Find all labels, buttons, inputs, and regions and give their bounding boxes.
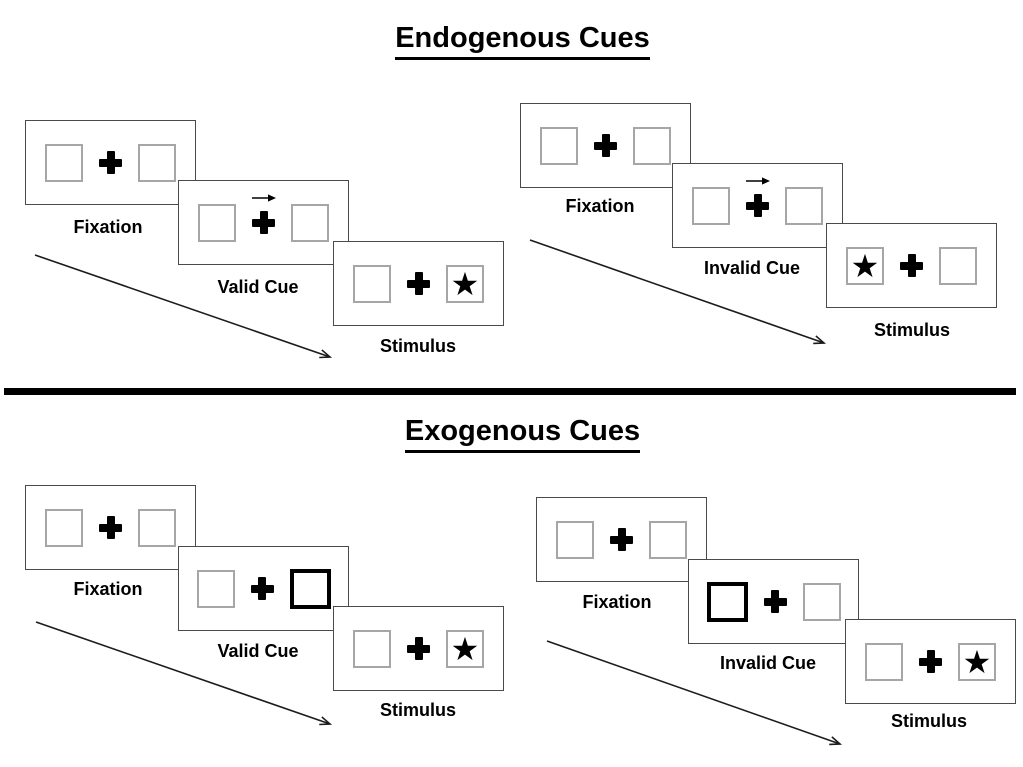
fixation-cross-icon	[251, 194, 276, 234]
exogenous-invalid-cue-panel	[688, 559, 859, 644]
exogenous-invalid-fixation-panel	[536, 497, 707, 582]
right-arrow-cue-icon	[745, 177, 770, 185]
endogenous-invalid-fixation-panel	[520, 103, 691, 188]
fixation-cross-icon	[407, 272, 430, 295]
fixation-cross-icon	[610, 528, 633, 551]
panel-label: Stimulus	[873, 320, 950, 340]
endogenous-invalid-cue-panel	[672, 163, 843, 248]
star-icon: ★	[450, 629, 480, 668]
endogenous-invalid-stimulus-panel: ★	[826, 223, 997, 308]
left-placeholder-box	[198, 203, 236, 242]
star-icon: ★	[962, 642, 992, 681]
panel-label: Valid Cue	[217, 277, 299, 297]
left-placeholder-box	[196, 569, 235, 608]
fixation-cross-icon	[900, 254, 923, 277]
panel-label: Stimulus	[379, 336, 456, 356]
right-placeholder-box	[649, 520, 687, 559]
left-highlighted-cue-box	[706, 581, 748, 622]
exogenous-valid-stimulus-panel: ★	[333, 606, 504, 691]
fixation-cross-icon	[250, 577, 274, 600]
fixation-cross-icon	[407, 637, 430, 660]
exogenous-section-title: Exogenous Cues	[404, 415, 641, 453]
panel-label: Stimulus	[379, 700, 456, 720]
fixation-cross-icon	[99, 151, 122, 174]
right-placeholder-box: ★	[446, 629, 484, 668]
panel-label: Fixation	[565, 196, 635, 216]
right-placeholder-box: ★	[446, 264, 484, 303]
star-icon: ★	[450, 264, 480, 303]
fixation-cross-icon	[919, 650, 942, 673]
fixation-cross-icon	[99, 516, 122, 539]
fixation-cross-icon	[594, 134, 617, 157]
star-icon: ★	[850, 246, 880, 285]
panel-label: Invalid Cue	[703, 258, 801, 278]
exogenous-valid-time-arrow	[35, 621, 333, 726]
right-placeholder-box	[785, 186, 823, 225]
section-divider-line	[4, 388, 1016, 395]
panel-label: Fixation	[73, 217, 143, 237]
left-placeholder-box	[540, 126, 578, 165]
exogenous-valid-cue-panel	[178, 546, 349, 631]
panel-label: Stimulus	[890, 711, 967, 731]
panel-label: Invalid Cue	[719, 653, 817, 673]
exogenous-section-title-row: Exogenous Cues	[0, 415, 1023, 453]
exogenous-valid-fixation-panel	[25, 485, 196, 570]
left-placeholder-box: ★	[846, 246, 884, 285]
panel-label: Fixation	[73, 579, 143, 599]
left-placeholder-box	[692, 186, 730, 225]
right-arrow-cue-icon	[251, 194, 276, 202]
panel-label: Valid Cue	[217, 641, 299, 661]
endogenous-invalid-time-arrow	[529, 239, 827, 345]
right-highlighted-cue-box	[289, 568, 331, 609]
fixation-cross-icon	[763, 590, 787, 613]
panel-label: Fixation	[582, 592, 652, 612]
left-placeholder-box	[556, 520, 594, 559]
right-placeholder-box: ★	[958, 642, 996, 681]
right-placeholder-box	[802, 582, 841, 621]
endogenous-valid-fixation-panel	[25, 120, 196, 205]
right-placeholder-box	[138, 143, 176, 182]
right-placeholder-box	[291, 203, 329, 242]
endogenous-section-title-row: Endogenous Cues	[0, 22, 1023, 60]
endogenous-valid-cue-panel	[178, 180, 349, 265]
left-placeholder-box	[865, 642, 903, 681]
left-placeholder-box	[45, 508, 83, 547]
left-placeholder-box	[353, 264, 391, 303]
endogenous-valid-stimulus-panel: ★	[333, 241, 504, 326]
fixation-cross-icon	[745, 177, 770, 217]
endogenous-section-title: Endogenous Cues	[395, 22, 650, 60]
right-placeholder-box	[939, 246, 977, 285]
exogenous-invalid-stimulus-panel: ★	[845, 619, 1016, 704]
right-placeholder-box	[633, 126, 671, 165]
right-placeholder-box	[138, 508, 176, 547]
left-placeholder-box	[45, 143, 83, 182]
left-placeholder-box	[353, 629, 391, 668]
endogenous-valid-time-arrow	[34, 254, 333, 359]
